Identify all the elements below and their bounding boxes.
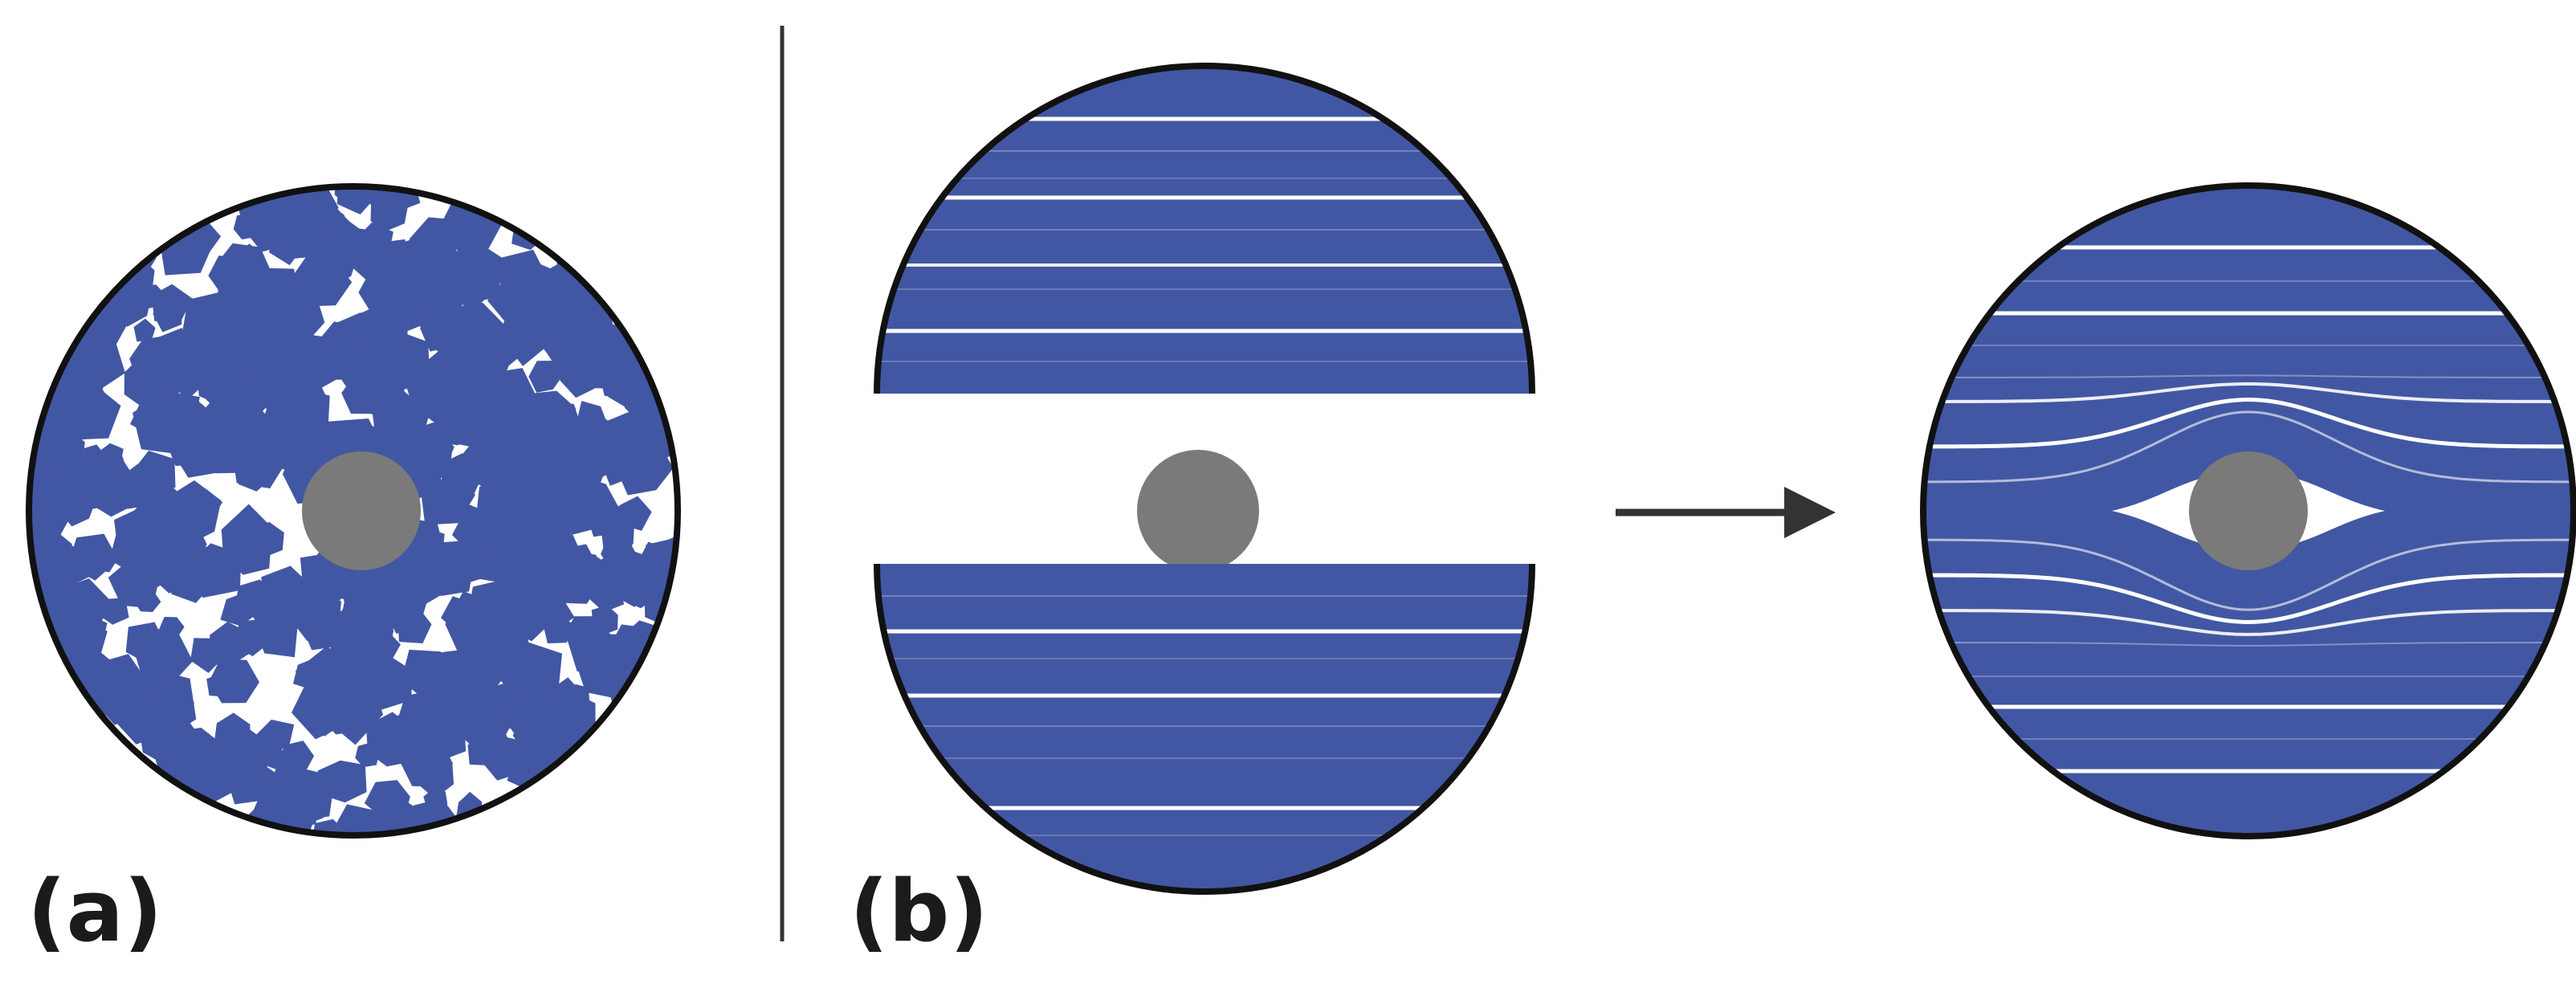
particle-a bbox=[302, 451, 421, 570]
lamella-top bbox=[874, 63, 1535, 394]
panel-b bbox=[874, 63, 1535, 895]
crystallites bbox=[29, 186, 678, 835]
panel-a-outline bbox=[26, 183, 681, 839]
panel-label-b: (b) bbox=[850, 862, 988, 961]
right-arrow-icon bbox=[1616, 487, 1836, 538]
panel-b-result bbox=[1920, 182, 2576, 839]
panel-a bbox=[26, 183, 681, 839]
particle-c bbox=[2189, 451, 2308, 570]
lamella-bottom bbox=[874, 563, 1535, 895]
particle-b bbox=[1137, 450, 1259, 572]
panel-label-a: (a) bbox=[27, 862, 163, 961]
